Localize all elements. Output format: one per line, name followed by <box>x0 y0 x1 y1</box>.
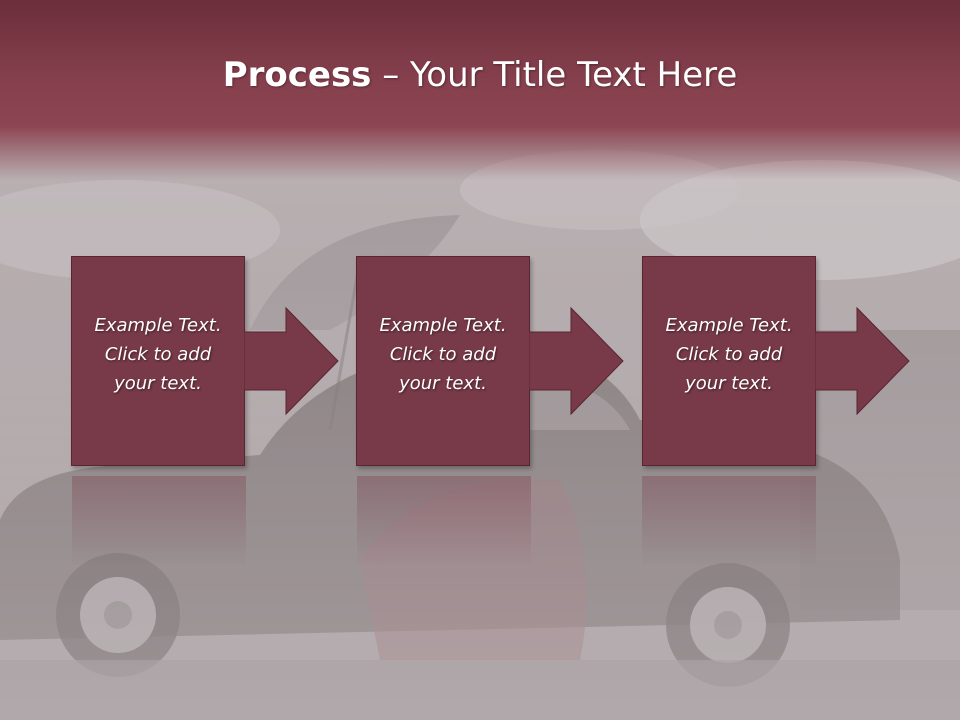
step-reflection <box>72 476 246 566</box>
process-step-1[interactable]: Example Text. Click to add your text. <box>71 256 245 466</box>
title-bold: Process <box>222 55 372 95</box>
step-text: Example Text. Click to add your text. <box>78 311 238 398</box>
step-line: Example Text. <box>94 315 222 336</box>
step-line: Click to add <box>104 344 212 365</box>
step-line: your text. <box>399 373 487 394</box>
right-arrow-icon <box>244 306 339 416</box>
right-arrow-icon <box>815 306 910 416</box>
step-text: Example Text. Click to add your text. <box>649 311 809 398</box>
step-line: your text. <box>685 373 773 394</box>
process-step-3[interactable]: Example Text. Click to add your text. <box>642 256 816 466</box>
step-line: Click to add <box>675 344 783 365</box>
title-rest: – Your Title Text Here <box>371 55 738 95</box>
step-line: Click to add <box>389 344 497 365</box>
slide-title[interactable]: Process – Your Title Text Here <box>0 52 960 98</box>
step-line: Example Text. <box>665 315 793 336</box>
right-arrow-icon <box>529 306 624 416</box>
step-reflection <box>642 476 816 566</box>
title-band <box>0 0 960 180</box>
step-text: Example Text. Click to add your text. <box>363 311 523 398</box>
step-line: your text. <box>114 373 202 394</box>
process-step-2[interactable]: Example Text. Click to add your text. <box>356 256 530 466</box>
step-reflection <box>357 476 531 566</box>
step-line: Example Text. <box>379 315 507 336</box>
